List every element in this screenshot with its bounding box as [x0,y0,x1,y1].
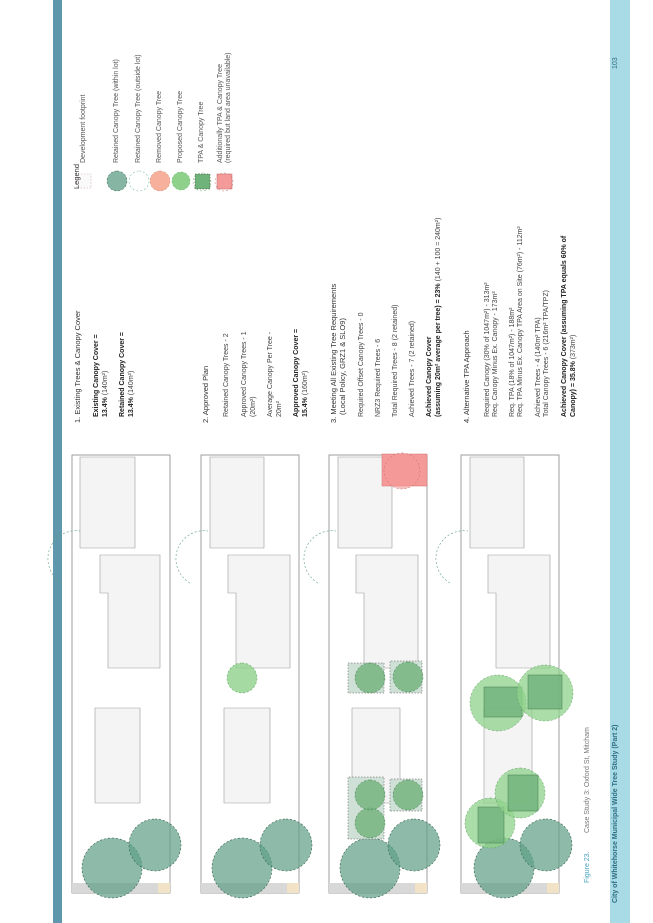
legend-retained-within: Retained Canopy Tree (within lot) [113,59,120,163]
legend-removed: Removed Canopy Tree [156,91,163,163]
plan-3 [303,452,441,899]
s4-line-2: Req. Canopy Minus Ex. Canopy - 173m² [492,291,499,417]
legend-development-footprint: Development footprint [80,94,87,163]
retained-tree [81,837,143,899]
legend-proposed: Proposed Canopy Tree [177,91,184,163]
s3-line-4: Achieved Trees - 7 (2 retained) [409,320,416,417]
legend-symbols [76,170,234,192]
s1-retained-label: Retained Canopy Cover = [119,332,126,417]
s1-existing-value: 13.4% (140m²) [102,370,109,417]
section-4-heading: 4. Alternative TPA Approach [462,330,471,423]
page-tab [610,0,630,923]
s4-line-6: Total Canopy Trees - 6 (216m² TPA/TPZ) [543,290,550,417]
s3-line-3: Total Required Trees - 8 (2 retained) [392,304,399,417]
s2-line-3a: Average Canopy Per Tree - [267,331,274,417]
s4-achieved-label: Achieved Canopy Cover (assuming TPA equa… [561,235,568,417]
s2-line-2a: Approved Canopy Trees - 1 [241,331,248,417]
legend-additional-tpa-note: (required but land area unavailable) [225,52,232,163]
s3-line-2: NRZ3 Required Trees - 6 [375,338,382,417]
left-color-band [53,0,62,923]
section-1-heading: 1. Existing Trees & Canopy Cover [73,310,82,423]
section-3-subheading: (Local Policy, GRZ1 & SLO9) [338,318,347,415]
s2-approved-value: 15.4% (160m²) [302,370,309,417]
plan-2 [175,454,313,899]
plan-4 [435,454,574,899]
s2-line-1: Retained Canopy Trees - 2 [223,333,230,417]
s2-line-2b: (20m²) [250,396,257,417]
s4-achieved-value: Canopy) = 35.8% (373m²) [570,334,577,417]
legend-retained-outside: Retained Canopy Tree (outside lot) [135,54,142,163]
section-3-heading: 3. Meeting All Existing Tree Requirement… [329,283,338,423]
legend-title: Legend [72,163,81,189]
s2-line-3b: 20m² [276,401,283,417]
s3-achieved-value: (assuming 20m² average per tree) = 23% (… [435,217,442,417]
legend-tpa: TPA & Canopy Tree [198,101,205,163]
s2-approved-label: Approved Canopy Cover = [293,328,300,417]
s3-line-1: Required Offset Canopy Trees - 0 [358,312,365,417]
s3-achieved-label: Achieved Canopy Cover [426,336,433,417]
s1-existing-label: Existing Canopy Cover = [93,334,100,417]
s4-line-4: Req. TPA Minus Ex. Canopy TPA Area on Si… [517,226,524,417]
section-2-heading: 2. Approved Plan [201,365,210,423]
s1-retained-value: 13.4% (140m²) [128,370,135,417]
retained-tree [128,818,182,872]
legend-additional-tpa: Additionally TPA & Canopy Tree [217,64,224,163]
plan-1 [47,454,182,899]
proposed-tree [226,662,258,694]
